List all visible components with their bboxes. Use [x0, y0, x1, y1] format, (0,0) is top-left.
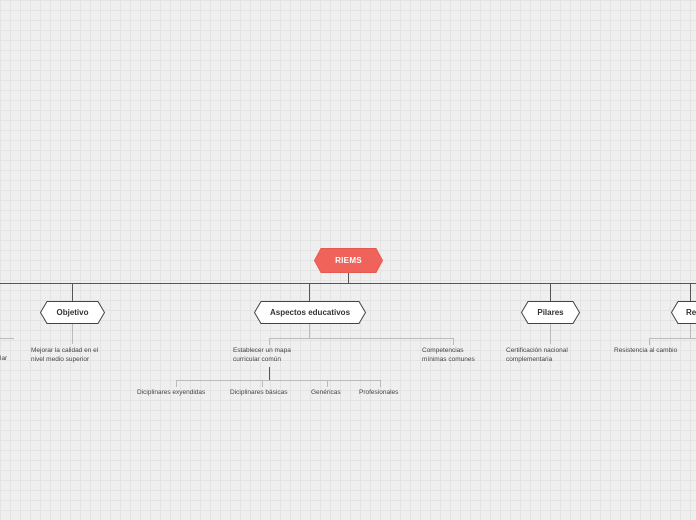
leaf-resistencia[interactable]: Resistencia al cambio: [614, 347, 677, 356]
subleaf-diciplinares-exyendidas[interactable]: Diciplinares exyendidas: [137, 389, 205, 398]
leaf-competencias[interactable]: Competencias mínimas comunes: [422, 347, 475, 364]
leaf-mapa-line-1: Establecer un mapa: [233, 347, 291, 354]
leaf-competencias-line-2: mínimas comunes: [422, 355, 475, 363]
root-label: RIEMS: [335, 256, 362, 265]
leaf-certificacion-line-2: complementaria: [506, 355, 553, 363]
leaf-objetivo-line-2: nivel medio superior: [31, 355, 90, 363]
topic-objetivo[interactable]: Objetivo: [40, 301, 105, 324]
subleaf-diciplinares-basicas[interactable]: Diciplinares básicas: [230, 389, 287, 398]
leaf-mapa-line-2: curricular común: [233, 355, 282, 363]
subleaf-label: Diciplinares exyendidas: [137, 389, 206, 396]
subleaf-profesionales[interactable]: Profesionales: [359, 389, 398, 398]
topic-re-cut[interactable]: Re: [671, 301, 696, 324]
subleaf-label: Genéricas: [311, 389, 341, 396]
topic-aspectos-educativos-label: Aspectos educativos: [269, 308, 351, 317]
topic-re-label: Re: [686, 308, 696, 317]
leaf-objetivo[interactable]: Mejorar la calidad en el nivel medio sup…: [31, 347, 98, 364]
leaf-certificacion[interactable]: Certificación nacional complementaria: [506, 347, 568, 364]
leaf-certificacion-line-1: Certificación nacional: [506, 347, 568, 354]
topic-pilares[interactable]: Pilares: [521, 301, 580, 324]
root-node[interactable]: RIEMS: [314, 248, 383, 273]
topic-aspectos-educativos[interactable]: Aspectos educativos: [254, 301, 366, 324]
leaf-mapa-curricular[interactable]: Establecer un mapa curricular común: [233, 347, 291, 364]
subleaf-label: Profesionales: [359, 389, 399, 396]
topic-objetivo-label: Objetivo: [56, 308, 89, 317]
leaf-cut-left: lar: [0, 355, 7, 364]
leaf-objetivo-line-1: Mejorar la calidad en el: [31, 347, 99, 354]
leaf-resistencia-line-1: Resistencia al cambio: [614, 347, 678, 354]
leaf-cut-left-line: lar: [0, 355, 8, 362]
topic-pilares-label: Pilares: [537, 308, 564, 317]
subleaf-label: Diciplinares básicas: [230, 389, 288, 396]
leaf-competencias-line-1: Competencias: [422, 347, 464, 354]
subleaf-genericas[interactable]: Genéricas: [311, 389, 341, 398]
